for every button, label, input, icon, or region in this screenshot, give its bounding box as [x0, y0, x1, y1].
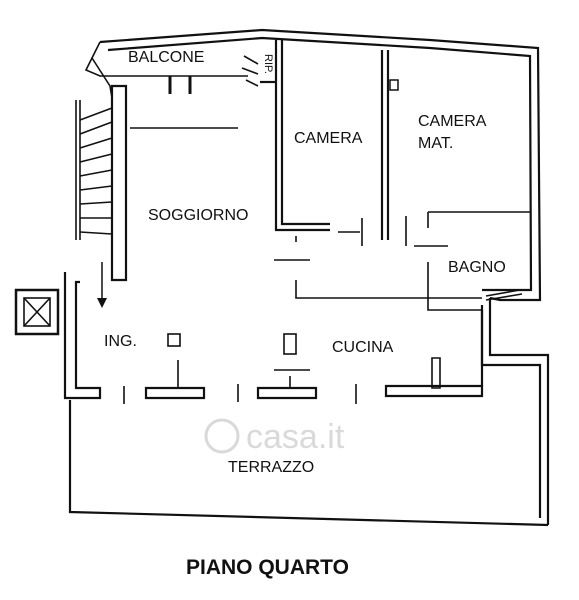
balcony-outline — [84, 41, 248, 77]
stair-wall — [110, 84, 128, 282]
room-label-soggiorno: SOGGIORNO — [148, 207, 248, 224]
elevator-outer — [14, 288, 60, 336]
bagno-window — [485, 289, 523, 301]
stair-step — [79, 107, 113, 121]
plan-title: PIANO QUARTO — [186, 556, 349, 579]
cucina-wall-stub — [431, 357, 441, 389]
outer-walls — [63, 28, 550, 527]
elevator-cross-icon — [23, 297, 51, 327]
outer-wall-right-terrace — [488, 298, 550, 525]
room-label-terrazzo: TERRAZZO — [228, 459, 314, 476]
room-label-camera: CAMERA — [294, 130, 363, 147]
outer-wall-top-right-inner — [107, 36, 533, 292]
stair-step — [79, 201, 113, 205]
bagno-bottom-wall — [440, 305, 483, 311]
wall-segment — [384, 384, 484, 398]
outer-wall-top-right — [99, 28, 542, 302]
stair-step — [79, 185, 113, 191]
stairs — [75, 84, 128, 282]
room-label-rip: RIP. — [262, 54, 274, 74]
room-label-camera-mat-line1: CAMERA — [418, 113, 487, 130]
elevator — [14, 288, 60, 336]
stair-step — [79, 169, 113, 177]
cucina-top-wall — [295, 280, 482, 299]
terrace-outer-edge — [68, 400, 549, 527]
balcony-diagonal — [91, 57, 113, 99]
stair-step — [79, 137, 113, 149]
watermark: casa.it — [204, 418, 345, 456]
watermark-logo-icon — [204, 418, 240, 454]
stair-step — [79, 121, 113, 135]
wall-segment — [144, 386, 206, 400]
wall-segment — [256, 386, 318, 400]
room-label-camera-mat-line2: MAT. — [418, 135, 453, 152]
camera-left-wall — [274, 40, 330, 232]
column — [167, 333, 181, 347]
rip-door — [241, 55, 259, 87]
interior-walls — [130, 40, 530, 389]
watermark-text: casa.it — [246, 418, 345, 456]
room-labels: BALCONE RIP. CAMERA CAMERA MAT. SOGGIORN… — [104, 49, 506, 476]
stair-step — [79, 153, 113, 163]
camera-door — [295, 218, 363, 246]
terrace-wall — [123, 289, 523, 404]
column — [389, 79, 399, 91]
stair-side — [75, 100, 81, 240]
room-label-bagno: BAGNO — [448, 259, 506, 276]
stair-step — [79, 231, 113, 235]
room-label-cucina: CUCINA — [332, 339, 394, 356]
entrance-arrow-icon — [97, 262, 107, 308]
room-label-balcone: BALCONE — [128, 49, 204, 66]
bagno-top-wall — [405, 211, 530, 246]
room-label-ing: ING. — [104, 333, 137, 350]
elevator-inner — [23, 297, 51, 327]
entrance-wall-left — [63, 272, 102, 400]
camera-divider-wall — [380, 50, 390, 240]
bagno-left-wall — [427, 262, 440, 311]
column — [283, 333, 297, 355]
